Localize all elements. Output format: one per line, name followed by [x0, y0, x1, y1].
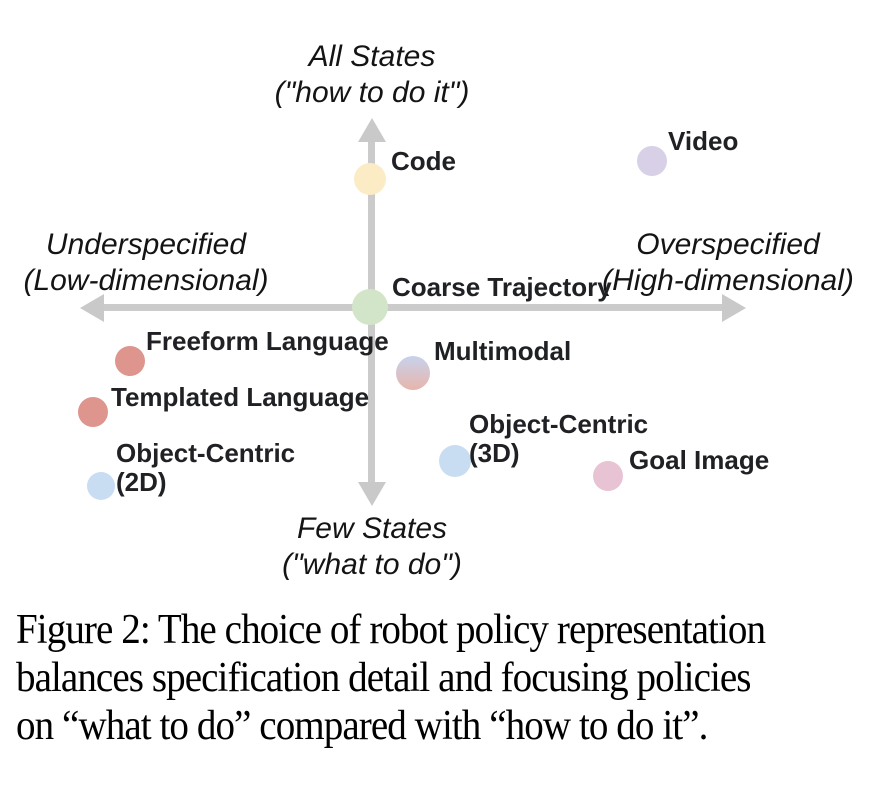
axis-label-line: (Low-dimensional)	[23, 264, 269, 297]
axis-label-line: Overspecified	[636, 228, 820, 261]
data-point-object-centric-3d	[439, 445, 471, 477]
data-point-label-multimodal: Multimodal	[434, 336, 572, 366]
arrow-left-icon	[80, 294, 104, 322]
axis-label-few-states: Few States ("what to do")	[282, 511, 462, 583]
data-point-label-code: Code	[391, 146, 456, 176]
caption-line: balances specification detail and focusi…	[16, 655, 752, 701]
axis-label-overspecified: Overspecified (High-dimensional)	[602, 227, 854, 299]
data-point-label-object-centric-3d: Object-Centric(3D)	[469, 409, 649, 468]
axis-label-line: (High-dimensional)	[602, 264, 854, 297]
data-point-code	[354, 163, 386, 195]
arrow-down-icon	[358, 482, 386, 506]
data-point-label-object-centric-2d: Object-Centric(2D)	[116, 438, 296, 497]
axis-label-line: Underspecified	[45, 228, 247, 261]
caption-line: on “what to do” compared with “how to do…	[16, 703, 708, 749]
arrow-up-icon	[358, 118, 386, 142]
axis-label-line: All States	[308, 40, 436, 73]
data-point-label-coarse-trajectory: Coarse Trajectory	[392, 272, 612, 302]
axis-label-underspecified: Underspecified (Low-dimensional)	[23, 227, 268, 299]
data-point-object-centric-2d	[87, 472, 115, 500]
data-point-label-video: Video	[668, 126, 739, 156]
figure-caption: Figure 2: The choice of robot policy rep…	[16, 606, 853, 750]
axis-label-line: ("what to do")	[282, 548, 462, 581]
caption-line: Figure 2: The choice of robot policy rep…	[16, 607, 766, 653]
axis-label-line: ("how to do it")	[274, 76, 470, 109]
horizontal-axis-line	[93, 304, 733, 311]
data-point-freeform-language	[115, 346, 145, 376]
data-point-multimodal	[396, 356, 430, 390]
data-point-label-goal-image: Goal Image	[629, 445, 770, 475]
axis-label-all-states: All States ("how to do it")	[275, 39, 470, 111]
data-point-coarse-trajectory	[352, 289, 388, 325]
data-point-video	[637, 146, 667, 176]
arrow-right-icon	[722, 294, 746, 322]
data-point-label-templated-language: Templated Language	[111, 382, 370, 412]
data-point-label-freeform-language: Freeform Language	[146, 326, 389, 356]
data-point-goal-image	[593, 461, 623, 491]
axis-label-line: Few States	[296, 512, 448, 545]
data-point-templated-language	[78, 397, 108, 427]
